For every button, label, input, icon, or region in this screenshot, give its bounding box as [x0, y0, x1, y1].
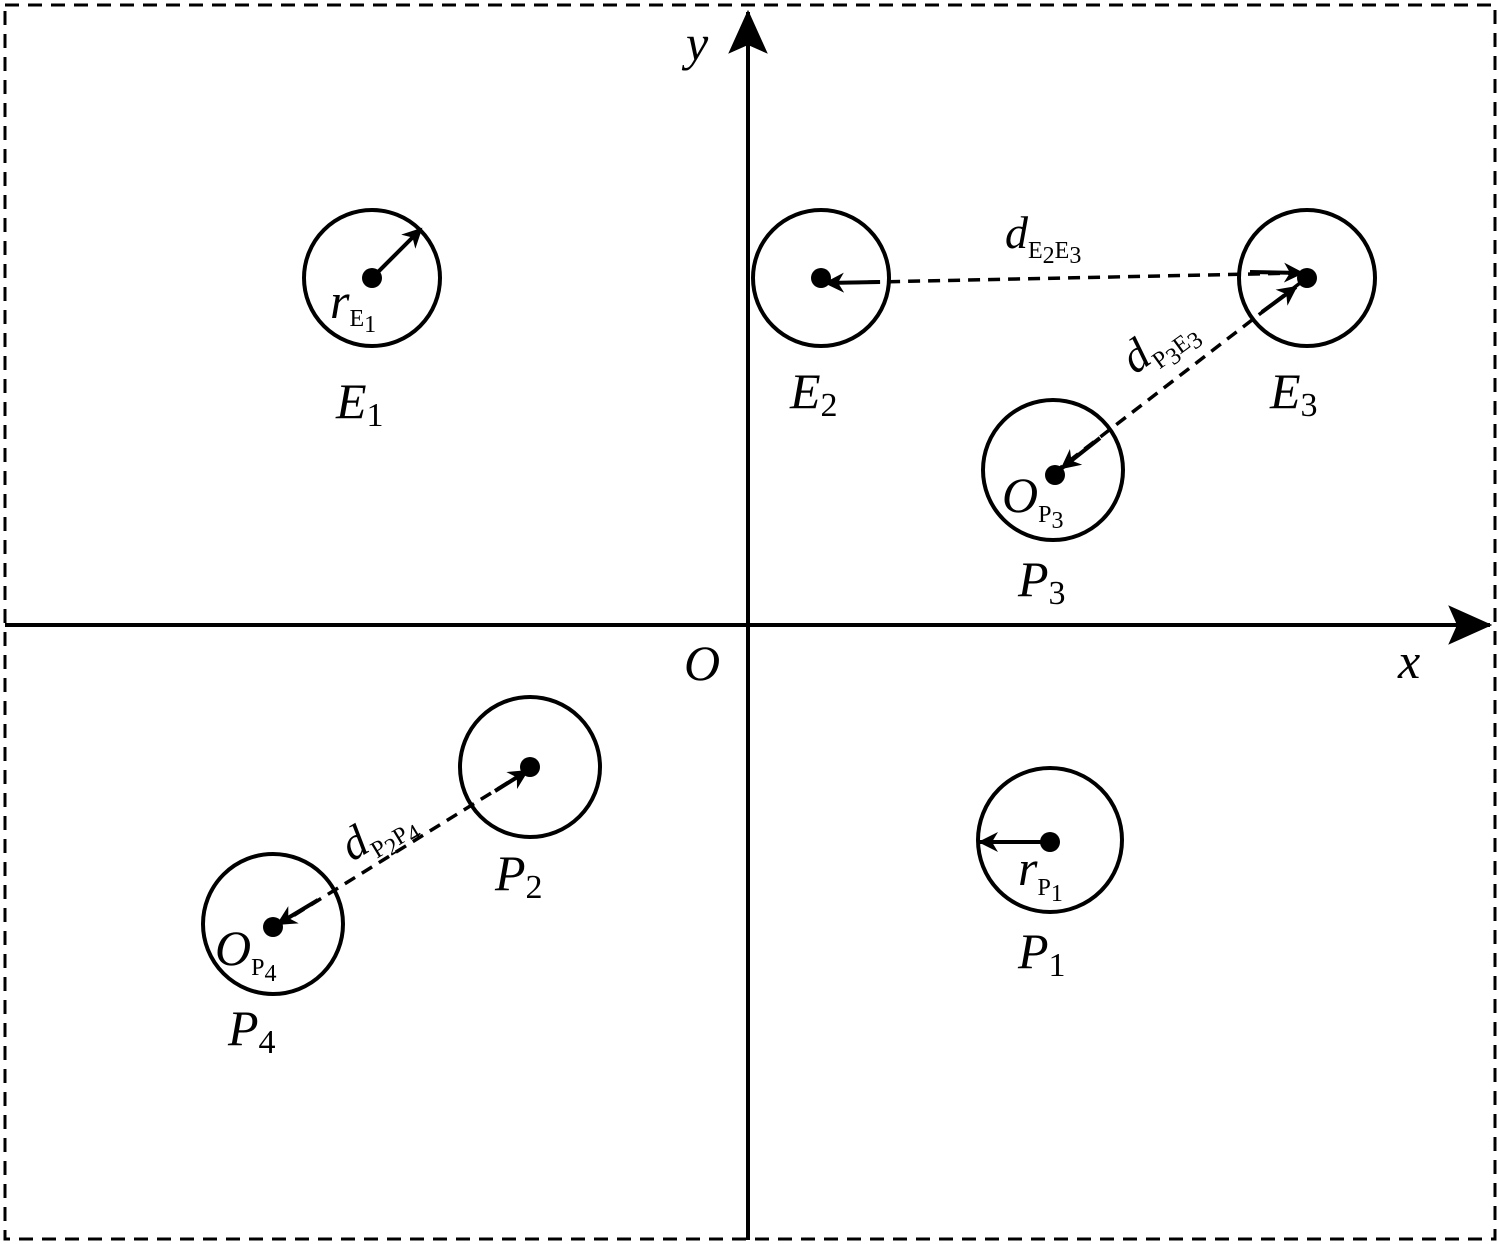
agent-p3-circle — [981, 398, 1125, 542]
agent-p1-label: P1 — [1017, 923, 1066, 984]
distance-p3-e3-label-group: dP3E3 — [1111, 298, 1208, 392]
origin-label: O — [684, 635, 720, 691]
distance-e2-e3-arrow-right — [1249, 262, 1304, 283]
distance-p2-p4-label-group: dP2P4 — [331, 789, 426, 880]
distance-e2-e3-line — [827, 271, 1301, 285]
distance-p2-p4-line — [279, 770, 526, 926]
distance-p2-p4-label: dP2P4 — [331, 789, 426, 880]
distance-p3-e3-label: dP3E3 — [1111, 298, 1208, 392]
agent-e2: E2 — [751, 208, 891, 424]
distance-e2-e3-arrow-left — [824, 272, 881, 293]
agent-p3: OP3 P3 — [981, 398, 1125, 612]
agent-p4-center-label: OP4 — [215, 920, 276, 987]
region-boundary — [3, 3, 1497, 1241]
agent-p2-label: P2 — [494, 845, 543, 906]
agent-e1-radius-arrow — [370, 227, 423, 280]
agent-e2-label: E2 — [789, 363, 838, 424]
agent-p1: rP1 P1 — [976, 766, 1124, 984]
distance-p3-e3-arrow-top — [1260, 285, 1298, 314]
agent-e1: rE1 E1 — [302, 208, 442, 434]
agent-p4: OP4 P4 — [201, 852, 345, 1061]
distance-p3-e3-arrow-bottom — [1060, 436, 1102, 470]
agent-e2-center — [811, 268, 831, 288]
y-axis-label: y — [681, 15, 709, 71]
agent-p2: P2 — [458, 695, 602, 906]
agent-e1-circle — [302, 208, 442, 348]
agent-e3-circle — [1237, 208, 1377, 348]
agent-p2-circle — [458, 695, 602, 839]
distance-p2-p4-arrow-top — [493, 769, 529, 793]
distance-p3-e3-line — [1058, 281, 1302, 470]
agent-p3-center — [1045, 465, 1065, 485]
agent-e3-label: E3 — [1269, 363, 1318, 424]
agent-p3-center-label: OP3 — [1002, 467, 1063, 534]
agent-e3: E3 — [1237, 208, 1377, 424]
agent-p4-label: P4 — [227, 1000, 276, 1061]
distance-p2-p4-arrow-bottom — [276, 898, 320, 926]
distance-e2-e3-label: dE2E3 — [1005, 207, 1081, 269]
x-axis-label: x — [1397, 633, 1420, 689]
agent-e1-label: E1 — [335, 373, 384, 434]
agent-e1-radius-label: rE1 — [330, 273, 376, 338]
agent-p4-center — [263, 917, 283, 937]
agent-p3-label: P3 — [1017, 551, 1066, 612]
agent-p1-radius-label: rP1 — [1018, 840, 1063, 907]
agent-e2-circle — [751, 208, 891, 348]
agent-p4-circle — [201, 852, 345, 996]
